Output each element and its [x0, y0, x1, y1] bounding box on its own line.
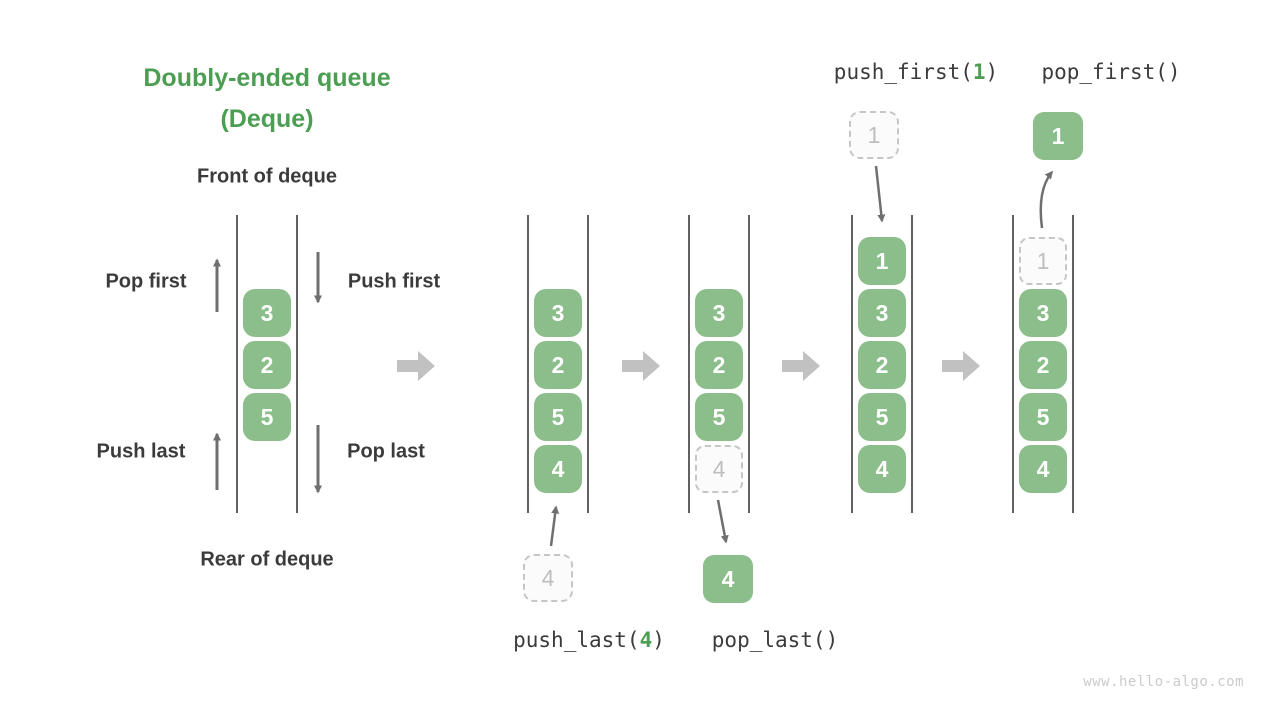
queue-cell-4: 4: [695, 445, 743, 493]
push-first-incoming-box: 1: [849, 111, 899, 159]
code-pre: pop_first(): [1041, 60, 1181, 84]
queue-cell-4: 4: [1019, 445, 1067, 493]
push-first-label: Push first: [347, 270, 441, 293]
code-pre: push_first(: [833, 60, 973, 84]
queue-cell-5: 5: [243, 393, 291, 441]
push-last-code-label: push_last(4): [513, 628, 665, 652]
pop-first-removed-box: 1: [1033, 112, 1083, 160]
pop-last-label: Pop last: [347, 440, 425, 463]
transition-arrow-2: [622, 351, 660, 381]
queue-cell-3: 3: [243, 289, 291, 337]
queue-cell-4: 4: [534, 445, 582, 493]
title-line2: (Deque): [220, 105, 314, 133]
queue-cell-5: 5: [1019, 393, 1067, 441]
code-post: ): [985, 60, 999, 84]
queue-cell-3: 3: [695, 289, 743, 337]
transition-arrow-3: [782, 351, 820, 381]
queue-cell-3: 3: [858, 289, 906, 337]
push-first-code-label: push_first(1): [834, 60, 998, 84]
queue-cell-4: 4: [858, 445, 906, 493]
pop-last-code-label: pop_last(): [712, 628, 838, 652]
queue-cell-5: 5: [695, 393, 743, 441]
queue-cell-3: 3: [1019, 289, 1067, 337]
queue-cell-2: 2: [1019, 341, 1067, 389]
queue-cell-1: 1: [858, 237, 906, 285]
code-arg: 1: [972, 60, 986, 84]
pop-last-removed-box: 4: [703, 555, 753, 603]
front-of-deque-label: Front of deque: [197, 165, 337, 188]
queue-cell-2: 2: [695, 341, 743, 389]
queue-cell-2: 2: [243, 341, 291, 389]
queue-cell-5: 5: [534, 393, 582, 441]
watermark: www.hello-algo.com: [1083, 674, 1244, 690]
push-first-insert-arrow: [874, 165, 886, 223]
diagram-title: Doubly-ended queue (Deque): [143, 58, 390, 140]
push-last-incoming-box: 4: [523, 554, 573, 602]
push-last-label: Push last: [96, 440, 186, 463]
queue-cell-3: 3: [534, 289, 582, 337]
transition-arrow-1: [397, 351, 435, 381]
pop-first-code-label: pop_first(): [1041, 60, 1180, 84]
code-pre: pop_last(): [711, 628, 839, 652]
transition-arrow-4: [942, 351, 980, 381]
pop-first-label: Pop first: [105, 270, 187, 293]
code-arg: 4: [639, 628, 653, 652]
queue-cell-2: 2: [858, 341, 906, 389]
queue-cell-5: 5: [858, 393, 906, 441]
queue-cell-2: 2: [534, 341, 582, 389]
title-line1: Doubly-ended queue: [143, 64, 391, 92]
rear-of-deque-label: Rear of deque: [200, 548, 334, 571]
code-pre: push_last(: [513, 628, 640, 652]
code-post: ): [652, 628, 665, 652]
queue-cell-1: 1: [1019, 237, 1067, 285]
